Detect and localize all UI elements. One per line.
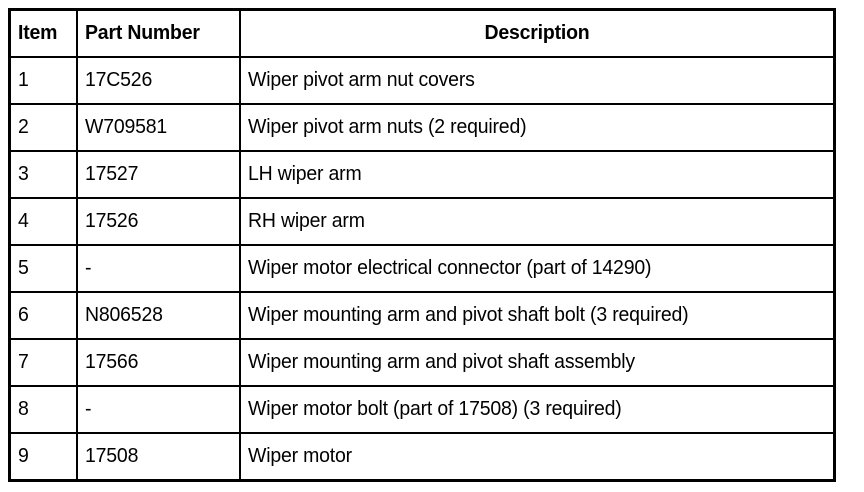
cell-description: Wiper motor [240, 433, 833, 479]
cell-item: 5 [11, 245, 78, 293]
cell-item: 9 [11, 433, 78, 479]
cell-part-number: 17508 [77, 433, 241, 479]
cell-item: 2 [11, 104, 78, 152]
cell-description-text: LH wiper arm [248, 162, 362, 186]
parts-table: Item Part Number Description 1 17C526 Wi… [11, 11, 833, 479]
cell-item: 6 [11, 292, 78, 340]
cell-part-number: W709581 [77, 104, 241, 152]
table-header: Item Part Number Description [11, 11, 833, 58]
cell-item-text: 5 [18, 256, 29, 280]
column-header-part-number-label: Part Number [85, 21, 200, 45]
cell-item-text: 3 [18, 162, 29, 186]
parts-table-container: Item Part Number Description 1 17C526 Wi… [8, 8, 836, 482]
cell-part-number: 17C526 [77, 57, 241, 105]
table-row: 9 17508 Wiper motor [11, 433, 833, 479]
cell-item: 1 [11, 57, 78, 105]
table-row: 1 17C526 Wiper pivot arm nut covers [11, 57, 833, 105]
cell-description-text: Wiper mounting arm and pivot shaft bolt … [248, 303, 689, 327]
cell-part-number-text: 17527 [85, 162, 139, 186]
cell-description: Wiper mounting arm and pivot shaft bolt … [240, 292, 833, 340]
column-header-description: Description [240, 11, 833, 58]
table-body: 1 17C526 Wiper pivot arm nut covers 2 W7… [11, 57, 833, 479]
cell-part-number-text: - [85, 256, 92, 280]
cell-item: 4 [11, 198, 78, 246]
cell-description: Wiper mounting arm and pivot shaft assem… [240, 339, 833, 387]
cell-description-text: Wiper pivot arm nuts (2 required) [248, 115, 527, 139]
cell-item: 8 [11, 386, 78, 434]
column-header-item-label: Item [18, 21, 58, 45]
table-row: 2 W709581 Wiper pivot arm nuts (2 requir… [11, 104, 833, 152]
cell-description-text: Wiper motor electrical connector (part o… [248, 256, 652, 280]
cell-part-number: 17566 [77, 339, 241, 387]
cell-part-number-text: 17C526 [85, 68, 153, 92]
cell-part-number-text: N806528 [85, 303, 163, 327]
cell-part-number-text: 17526 [85, 209, 139, 233]
cell-description-text: Wiper motor [248, 444, 352, 468]
cell-description: Wiper pivot arm nuts (2 required) [240, 104, 833, 152]
cell-item-text: 2 [18, 115, 29, 139]
cell-part-number-text: 17508 [85, 444, 139, 468]
cell-part-number-text: W709581 [85, 115, 168, 139]
cell-part-number-text: 17566 [85, 350, 139, 374]
cell-item-text: 1 [18, 68, 29, 92]
table-row: 7 17566 Wiper mounting arm and pivot sha… [11, 339, 833, 387]
cell-description-text: Wiper pivot arm nut covers [248, 68, 475, 92]
cell-part-number: 17526 [77, 198, 241, 246]
cell-item: 3 [11, 151, 78, 199]
column-header-description-label: Description [484, 21, 590, 45]
column-header-part-number: Part Number [77, 11, 241, 58]
cell-description: Wiper motor bolt (part of 17508) (3 requ… [240, 386, 833, 434]
cell-description: LH wiper arm [240, 151, 833, 199]
cell-item-text: 8 [18, 397, 29, 421]
table-row: 4 17526 RH wiper arm [11, 198, 833, 246]
cell-description-text: Wiper mounting arm and pivot shaft assem… [248, 350, 635, 374]
cell-description-text: Wiper motor bolt (part of 17508) (3 requ… [248, 397, 622, 421]
table-row: 6 N806528 Wiper mounting arm and pivot s… [11, 292, 833, 340]
cell-part-number: N806528 [77, 292, 241, 340]
cell-description: Wiper motor electrical connector (part o… [240, 245, 833, 293]
cell-part-number-text: - [85, 397, 92, 421]
cell-part-number: - [77, 386, 241, 434]
table-row: 3 17527 LH wiper arm [11, 151, 833, 199]
table-row: 8 - Wiper motor bolt (part of 17508) (3 … [11, 386, 833, 434]
cell-item: 7 [11, 339, 78, 387]
cell-part-number: 17527 [77, 151, 241, 199]
cell-item-text: 9 [18, 444, 29, 468]
cell-item-text: 7 [18, 350, 29, 374]
column-header-item: Item [11, 11, 78, 58]
cell-item-text: 6 [18, 303, 29, 327]
cell-item-text: 4 [18, 209, 29, 233]
table-row: 5 - Wiper motor electrical connector (pa… [11, 245, 833, 293]
table-header-row: Item Part Number Description [11, 11, 833, 58]
cell-description: Wiper pivot arm nut covers [240, 57, 833, 105]
cell-description-text: RH wiper arm [248, 209, 365, 233]
cell-description: RH wiper arm [240, 198, 833, 246]
cell-part-number: - [77, 245, 241, 293]
